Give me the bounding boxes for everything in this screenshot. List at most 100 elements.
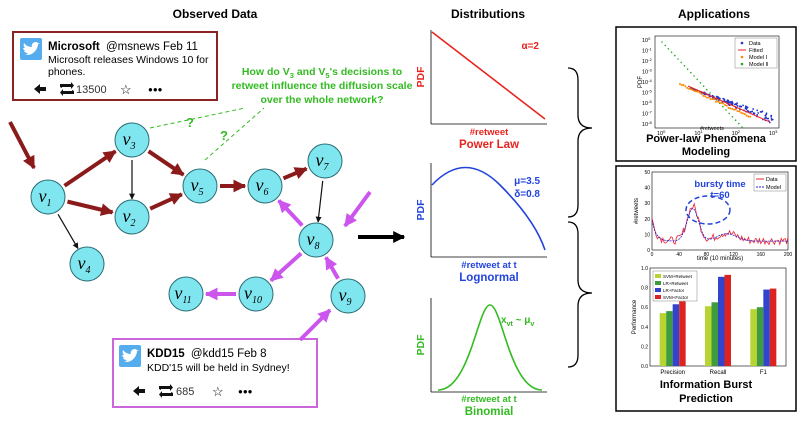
power-param: α=2 [521, 41, 539, 52]
header-applications: Applications [678, 7, 750, 21]
powerlaw-model1-point [695, 90, 698, 93]
powerlaw-data-point [759, 110, 762, 113]
powerlaw-model1-point [691, 89, 694, 92]
powerlaw-model1-point [706, 96, 708, 99]
bar-recall-3 [724, 274, 731, 366]
node-label: v10 [244, 283, 262, 306]
node-label: v11 [174, 283, 191, 306]
retweet-icon[interactable] [60, 82, 74, 96]
bar-legend-item: LR+Retweet [663, 281, 689, 286]
burst-legend-data: Data [766, 177, 779, 183]
dist-power-law: PDF α=2 #retweet Power Law [415, 30, 547, 151]
burst-ytick: 0 [647, 248, 650, 254]
powerlaw-model2-point [709, 92, 711, 94]
powerlaw-xlabel: #retweets [700, 126, 724, 132]
power-xlabel: #retweet [470, 127, 509, 138]
bursty-circle [685, 195, 731, 225]
powerlaw-ytick: 10-4 [642, 78, 652, 86]
powerlaw-fitted-line [687, 85, 771, 123]
tweet-text-line1: KDD'15 will be held in Sydney! [147, 362, 290, 374]
node-v9[interactable]: v9 [330, 278, 366, 314]
node-v1[interactable]: v1 [30, 179, 66, 215]
powerlaw-data-point [730, 101, 733, 104]
dist-lognormal: PDF μ=3.5 δ=0.8 #retweet at t Lognormal [415, 163, 547, 284]
burst-ytick: 40 [644, 186, 650, 192]
burst-xtick: 0 [651, 252, 654, 258]
powerlaw-data-point [734, 103, 737, 105]
powerlaw-model1-point [749, 115, 752, 118]
header-observed: Observed Data [173, 7, 258, 21]
powerlaw-data-point [736, 104, 739, 107]
tweet-handle-date: @msnews Feb 11 [106, 41, 198, 53]
powerlaw-data-point [740, 105, 742, 108]
bar-precision-2 [672, 304, 680, 366]
lognormal-curve [431, 166, 546, 251]
powerlaw-xtick: 102 [732, 129, 741, 137]
powerlaw-data-point [736, 102, 739, 105]
reply-icon[interactable] [34, 84, 46, 94]
powerlaw-data-point [726, 99, 729, 102]
powerlaw-model1-point [680, 83, 683, 86]
burst-ylabel: #retweets [634, 198, 640, 224]
burst-xtick: 120 [729, 252, 738, 258]
bar-legend-item: LR+Factor [663, 288, 685, 293]
node-v10[interactable]: v10 [238, 276, 274, 312]
incoming-edge-0 [8, 121, 36, 170]
twitter-bird-icon [23, 42, 40, 55]
question-mark-v3: ? [186, 115, 194, 130]
powerlaw-model2-point [699, 82, 702, 84]
lognormal-param1: μ=3.5 [514, 176, 540, 187]
powerlaw-data-point [764, 114, 767, 117]
tweet-text-line2: phones. [48, 66, 85, 78]
bar-ytick: 0.0 [641, 364, 648, 370]
burst-legend-model: Model [766, 185, 781, 191]
powerlaw-model1-point [702, 94, 705, 97]
retweet-icon[interactable] [159, 384, 173, 398]
svg-text:Microsoft @msnews Feb 11: Microsoft @msnews Feb 11 [48, 41, 198, 53]
node-label: v4 [78, 253, 91, 276]
node-v5[interactable]: v5 [182, 168, 218, 204]
node-v2[interactable]: v2 [114, 199, 150, 235]
reply-icon[interactable] [133, 386, 145, 396]
node-v7[interactable]: v7 [307, 143, 343, 179]
powerlaw-model1-point [700, 92, 703, 95]
powerlaw-data-point [717, 97, 720, 100]
powerlaw-model2-point [664, 44, 666, 47]
node-v3[interactable]: v3 [114, 122, 150, 158]
binomial-xlabel: #retweet at t [461, 394, 517, 405]
tweet-handle-date: @kdd15 Feb 8 [191, 348, 267, 360]
favorite-star-icon[interactable]: ☆ [120, 82, 132, 97]
bursty-label-2: t=60 [710, 190, 729, 201]
powerlaw-model1-point [724, 103, 726, 106]
powerlaw-data-point [746, 106, 749, 109]
question-mark-v5: ? [220, 128, 228, 143]
node-v8[interactable]: v8 [298, 222, 334, 258]
node-v4[interactable]: v4 [69, 246, 105, 282]
node-v6[interactable]: v6 [247, 168, 283, 204]
powerlaw-model1-point [747, 115, 750, 118]
favorite-star-icon[interactable]: ☆ [212, 384, 224, 399]
powerlaw-model2-point [680, 61, 682, 64]
powerlaw-model1-point [697, 90, 699, 93]
tweet-author: KDD15 [147, 348, 185, 360]
powerlaw-model2-point [693, 75, 695, 77]
bar-ytick: 1.0 [641, 266, 648, 272]
edge-v1-v3 [63, 149, 117, 188]
bar-ytick: 0.2 [641, 344, 648, 350]
powerlaw-data-point [745, 105, 747, 108]
bar-f1-1 [756, 307, 764, 366]
powerlaw-model1-point [722, 102, 725, 105]
lognormal-xlabel: #retweet at t [461, 260, 517, 271]
more-options-icon[interactable]: ●●● [238, 387, 253, 396]
edge-v2-v5 [149, 192, 183, 211]
powerlaw-model1-point [711, 98, 714, 101]
powerlaw-model2-point [725, 109, 727, 111]
powerlaw-data-point [752, 108, 755, 110]
powerlaw-data-point [751, 110, 754, 113]
powerlaw-model1-point [704, 95, 707, 98]
powerlaw-data-point [767, 117, 770, 120]
more-options-icon[interactable]: ●●● [148, 85, 163, 94]
powerlaw-data-point [765, 112, 768, 115]
node-v11[interactable]: v11 [168, 276, 204, 312]
